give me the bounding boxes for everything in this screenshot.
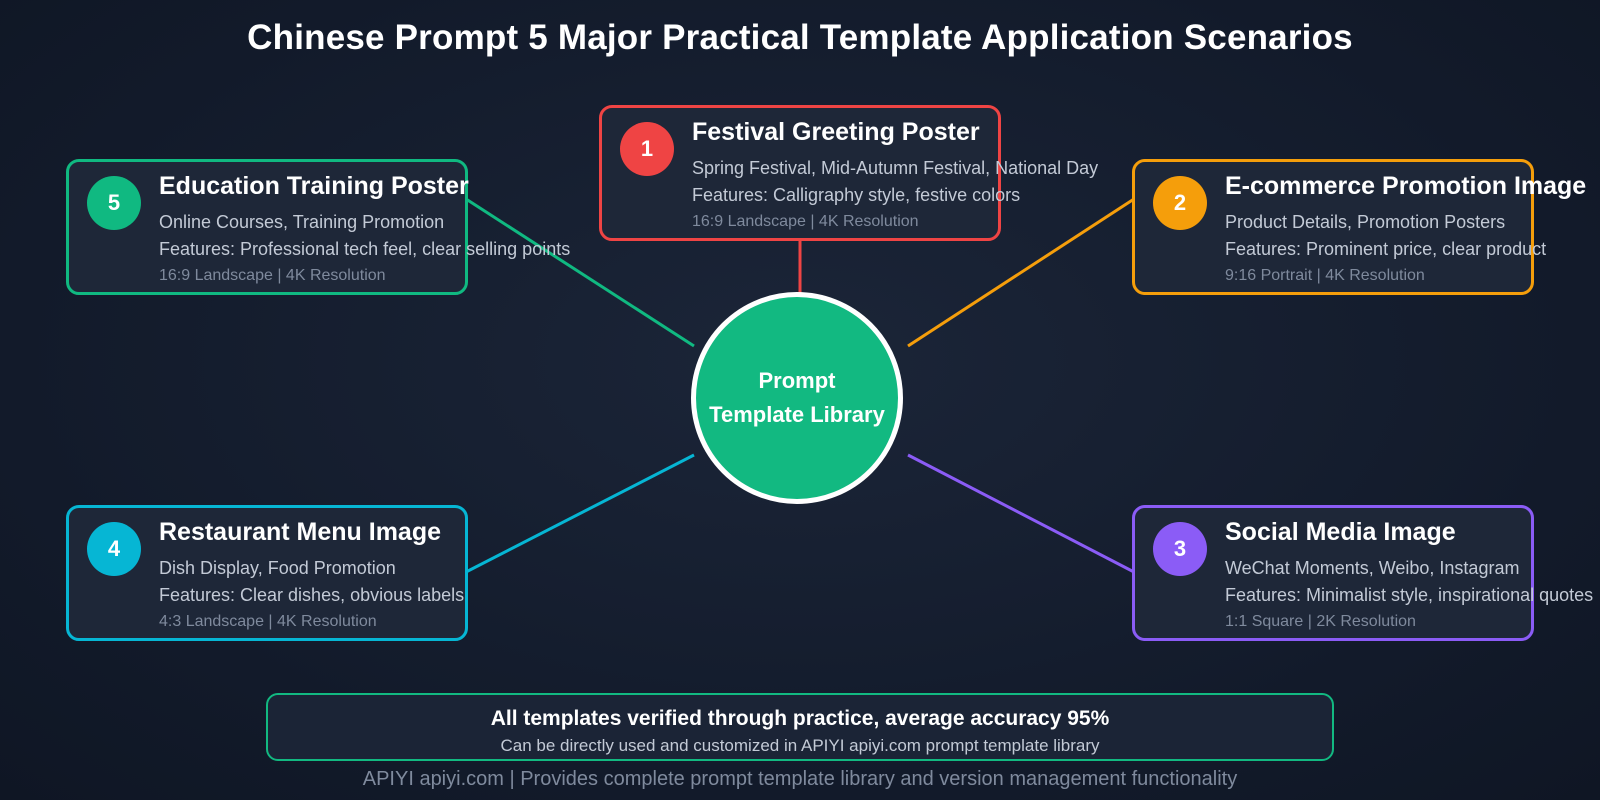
footer-text: APIYI apiyi.com | Provides complete prom…: [362, 768, 1238, 790]
card-use-cases: WeChat Moments, Weibo, Instagram: [1225, 558, 1520, 578]
card-format: 16:9 Landscape | 4K Resolution: [159, 267, 386, 284]
card-title: E-commerce Promotion Image: [1225, 172, 1587, 200]
card-title: Restaurant Menu Image: [159, 518, 442, 546]
scenario-card-1: 1 Festival Greeting Poster Spring Festiv…: [599, 105, 1098, 241]
card-features: Features: Clear dishes, obvious labels: [159, 585, 465, 605]
card-format: 9:16 Portrait | 4K Resolution: [1225, 267, 1425, 284]
card-use-cases: Online Courses, Training Promotion: [159, 212, 445, 232]
card-title: Social Media Image: [1225, 518, 1456, 546]
card-features: Features: Calligraphy style, festive col…: [692, 185, 1021, 205]
connector-line-3: [907, 453, 1135, 574]
card-title: Festival Greeting Poster: [692, 118, 980, 146]
card-format: 1:1 Square | 2K Resolution: [1225, 613, 1416, 630]
connector-line-2: [907, 197, 1135, 348]
card-use-cases: Product Details, Promotion Posters: [1225, 212, 1506, 232]
scenario-card-3: 3 Social Media Image WeChat Moments, Wei…: [1132, 505, 1593, 641]
number-badge: 3: [1153, 522, 1207, 576]
card-title: Education Training Poster: [159, 172, 469, 200]
scenario-card-2: 2 E-commerce Promotion Image Product Det…: [1132, 159, 1586, 295]
summary-subline: Can be directly used and customized in A…: [500, 736, 1100, 755]
number-badge: 2: [1153, 176, 1207, 230]
diagram-title: Chinese Prompt 5 Major Practical Templat…: [247, 18, 1353, 57]
connector-line-4: [465, 453, 695, 574]
card-features: Features: Prominent price, clear product: [1225, 239, 1547, 259]
number-badge: 5: [87, 176, 141, 230]
number-badge: 1: [620, 122, 674, 176]
card-use-cases: Spring Festival, Mid-Autumn Festival, Na…: [692, 158, 1099, 178]
summary-headline: All templates verified through practice,…: [490, 707, 1110, 730]
card-format: 16:9 Landscape | 4K Resolution: [692, 213, 919, 230]
card-features: Features: Minimalist style, inspirationa…: [1225, 585, 1594, 605]
scenario-card-4: 4 Restaurant Menu Image Dish Display, Fo…: [66, 505, 468, 641]
scenario-card-5: 5 Education Training Poster Online Cours…: [66, 159, 570, 295]
card-features: Features: Professional tech feel, clear …: [159, 239, 571, 259]
summary-banner: All templates verified through practice,…: [266, 693, 1334, 761]
hub-label-line1: Prompt: [758, 368, 836, 393]
connector-line-5: [465, 197, 695, 348]
hub-label-line2: Template Library: [709, 402, 885, 427]
template-library-hub: Prompt Template Library: [691, 292, 903, 504]
number-badge: 4: [87, 522, 141, 576]
card-format: 4:3 Landscape | 4K Resolution: [159, 613, 377, 630]
card-use-cases: Dish Display, Food Promotion: [159, 558, 396, 578]
